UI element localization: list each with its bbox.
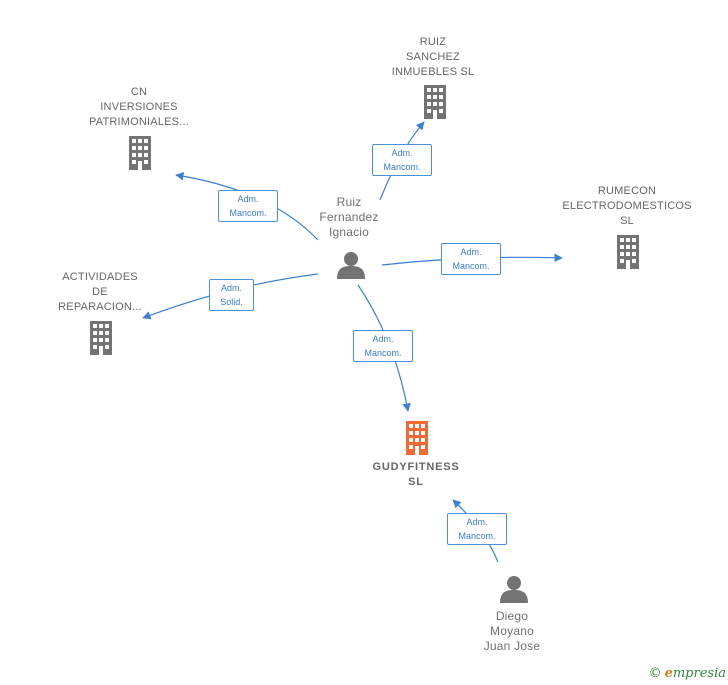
edge-label-rumecon[interactable]: Adm. Mancom. [441,243,501,275]
building-icon-cn[interactable] [129,136,151,170]
node-label-rumecon[interactable]: RUMECON ELECTRODOMESTICOS SL [562,185,692,227]
building-icon-actividades[interactable] [90,321,112,355]
copyright-icon: © [648,666,662,681]
node-label-gudyfitness[interactable]: GUDYFITNESS SL [372,461,460,488]
edge-label-cn[interactable]: Adm. Mancom. [218,190,278,222]
person-icon-diego[interactable] [500,576,528,603]
building-icon-gudyfitness[interactable] [406,421,428,455]
building-icon-rumecon[interactable] [617,235,639,269]
edge-label-diego[interactable]: Adm. Mancom. [447,513,507,545]
footer-brand: ©empresia [648,666,726,681]
building-icon-ruiz-sanchez[interactable] [424,85,446,119]
node-label-diego[interactable]: Diego Moyano Juan Jose [483,609,541,653]
person-icon-ruiz[interactable] [337,252,365,279]
node-label-ruiz[interactable]: Ruiz Fernandez Ignacio [319,195,379,239]
edge-label-ruiz-sanchez[interactable]: Adm. Mancom. [372,144,432,176]
edge-label-actividades[interactable]: Adm. Solid. [209,279,254,311]
node-label-actividades[interactable]: ACTIVIDADES DE REPARACION... [58,271,142,313]
node-label-ruiz-sanchez[interactable]: RUIZ SANCHEZ INMUEBLES SL [391,36,475,78]
edge-label-gudyfitness[interactable]: Adm. Mancom. [353,330,413,362]
node-label-cn[interactable]: CN INVERSIONES PATRIMONIALES... [89,86,189,128]
